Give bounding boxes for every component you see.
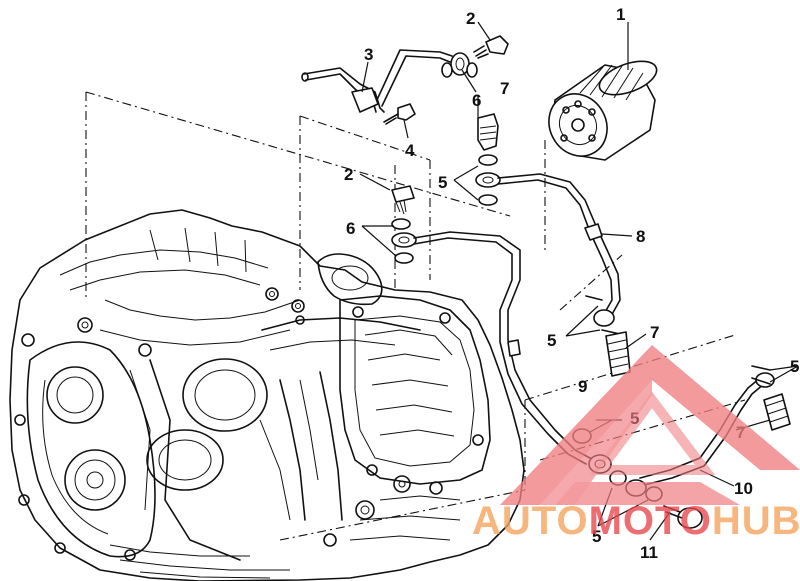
callout-washer-bottom: 5 — [592, 527, 601, 546]
callout-washer-left: 5 — [547, 331, 556, 350]
callout-oil-line-right: 10 — [734, 479, 753, 498]
watermark-triangle-logo — [500, 345, 800, 505]
callout-breather-tube: 3 — [364, 45, 373, 64]
crankcase-assembly — [9, 209, 525, 581]
callout-washer-upper: 5 — [438, 173, 447, 192]
watermark-text: AUTOMOTOHUB — [472, 499, 800, 543]
callout-washer-set-top: 6 — [472, 91, 481, 110]
callout-bolt-center: 2 — [344, 165, 353, 184]
oil-line-8 — [497, 173, 621, 335]
banjo-fittings — [391, 113, 501, 264]
callout-washer-set-center: 6 — [346, 219, 355, 238]
callout-oil-filter: 1 — [616, 5, 625, 24]
banjo-bolts-lower — [605, 331, 791, 431]
callout-oil-line-upper: 8 — [636, 227, 645, 246]
callout-banjo-bolt-top: 7 — [500, 79, 509, 98]
breather-tube — [301, 35, 509, 125]
callout-oil-line-lower: 9 — [578, 377, 587, 396]
leader-lines — [359, 21, 799, 541]
callout-bolt-top: 2 — [466, 9, 475, 28]
callout-washer-right: 5 — [790, 357, 799, 376]
callout-fitting: 11 — [640, 543, 658, 562]
automotohub-watermark: AUTOMOTOHUB — [472, 345, 800, 543]
oil-filter — [548, 60, 658, 161]
callout-banjo-bolt-mid: 7 — [650, 323, 659, 342]
callout-mount-bolt: 4 — [405, 141, 415, 160]
